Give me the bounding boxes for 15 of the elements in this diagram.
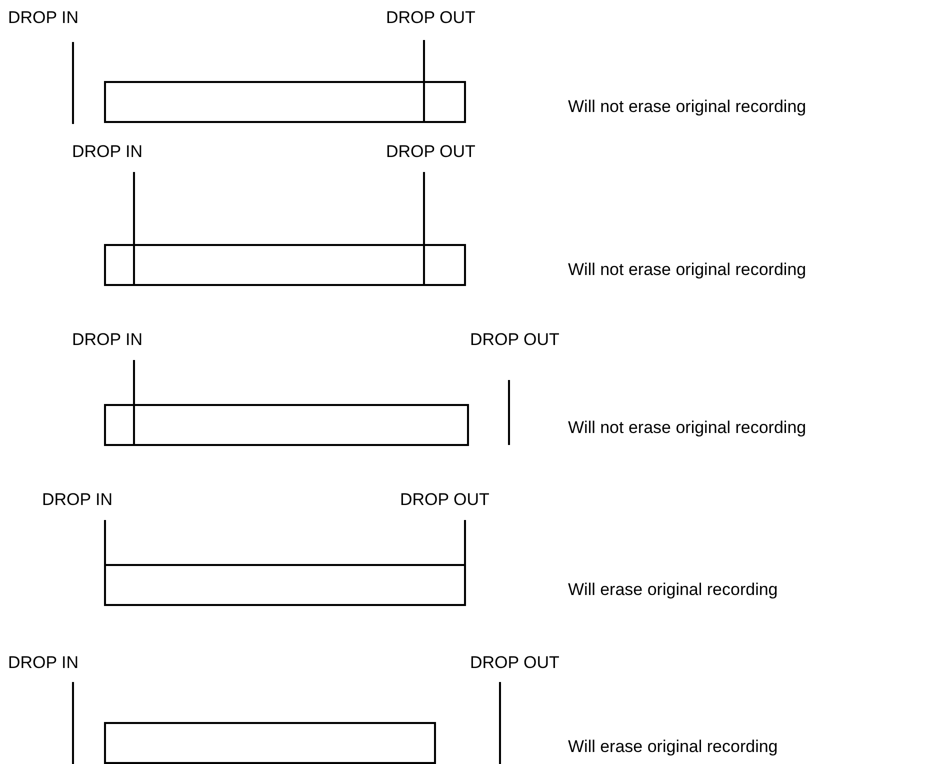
drop-out-label: DROP OUT xyxy=(470,330,560,350)
drop-in-label: DROP IN xyxy=(42,490,113,510)
note-text: Will not erase original recording xyxy=(568,97,806,117)
drop-in-label: DROP IN xyxy=(8,653,79,673)
drop-out-label: DROP OUT xyxy=(400,490,490,510)
note-text: Will not erase original recording xyxy=(568,418,806,438)
drop-out-label: DROP OUT xyxy=(470,653,560,673)
note-text: Will not erase original recording xyxy=(568,260,806,280)
drop-in-label: DROP IN xyxy=(72,330,143,350)
drop-out-label: DROP OUT xyxy=(386,8,476,28)
drop-in-label: DROP IN xyxy=(8,8,79,28)
note-text: Will erase original recording xyxy=(568,580,778,600)
note-text: Will erase original recording xyxy=(568,737,778,757)
drop-in-label: DROP IN xyxy=(72,142,143,162)
drop-out-label: DROP OUT xyxy=(386,142,476,162)
